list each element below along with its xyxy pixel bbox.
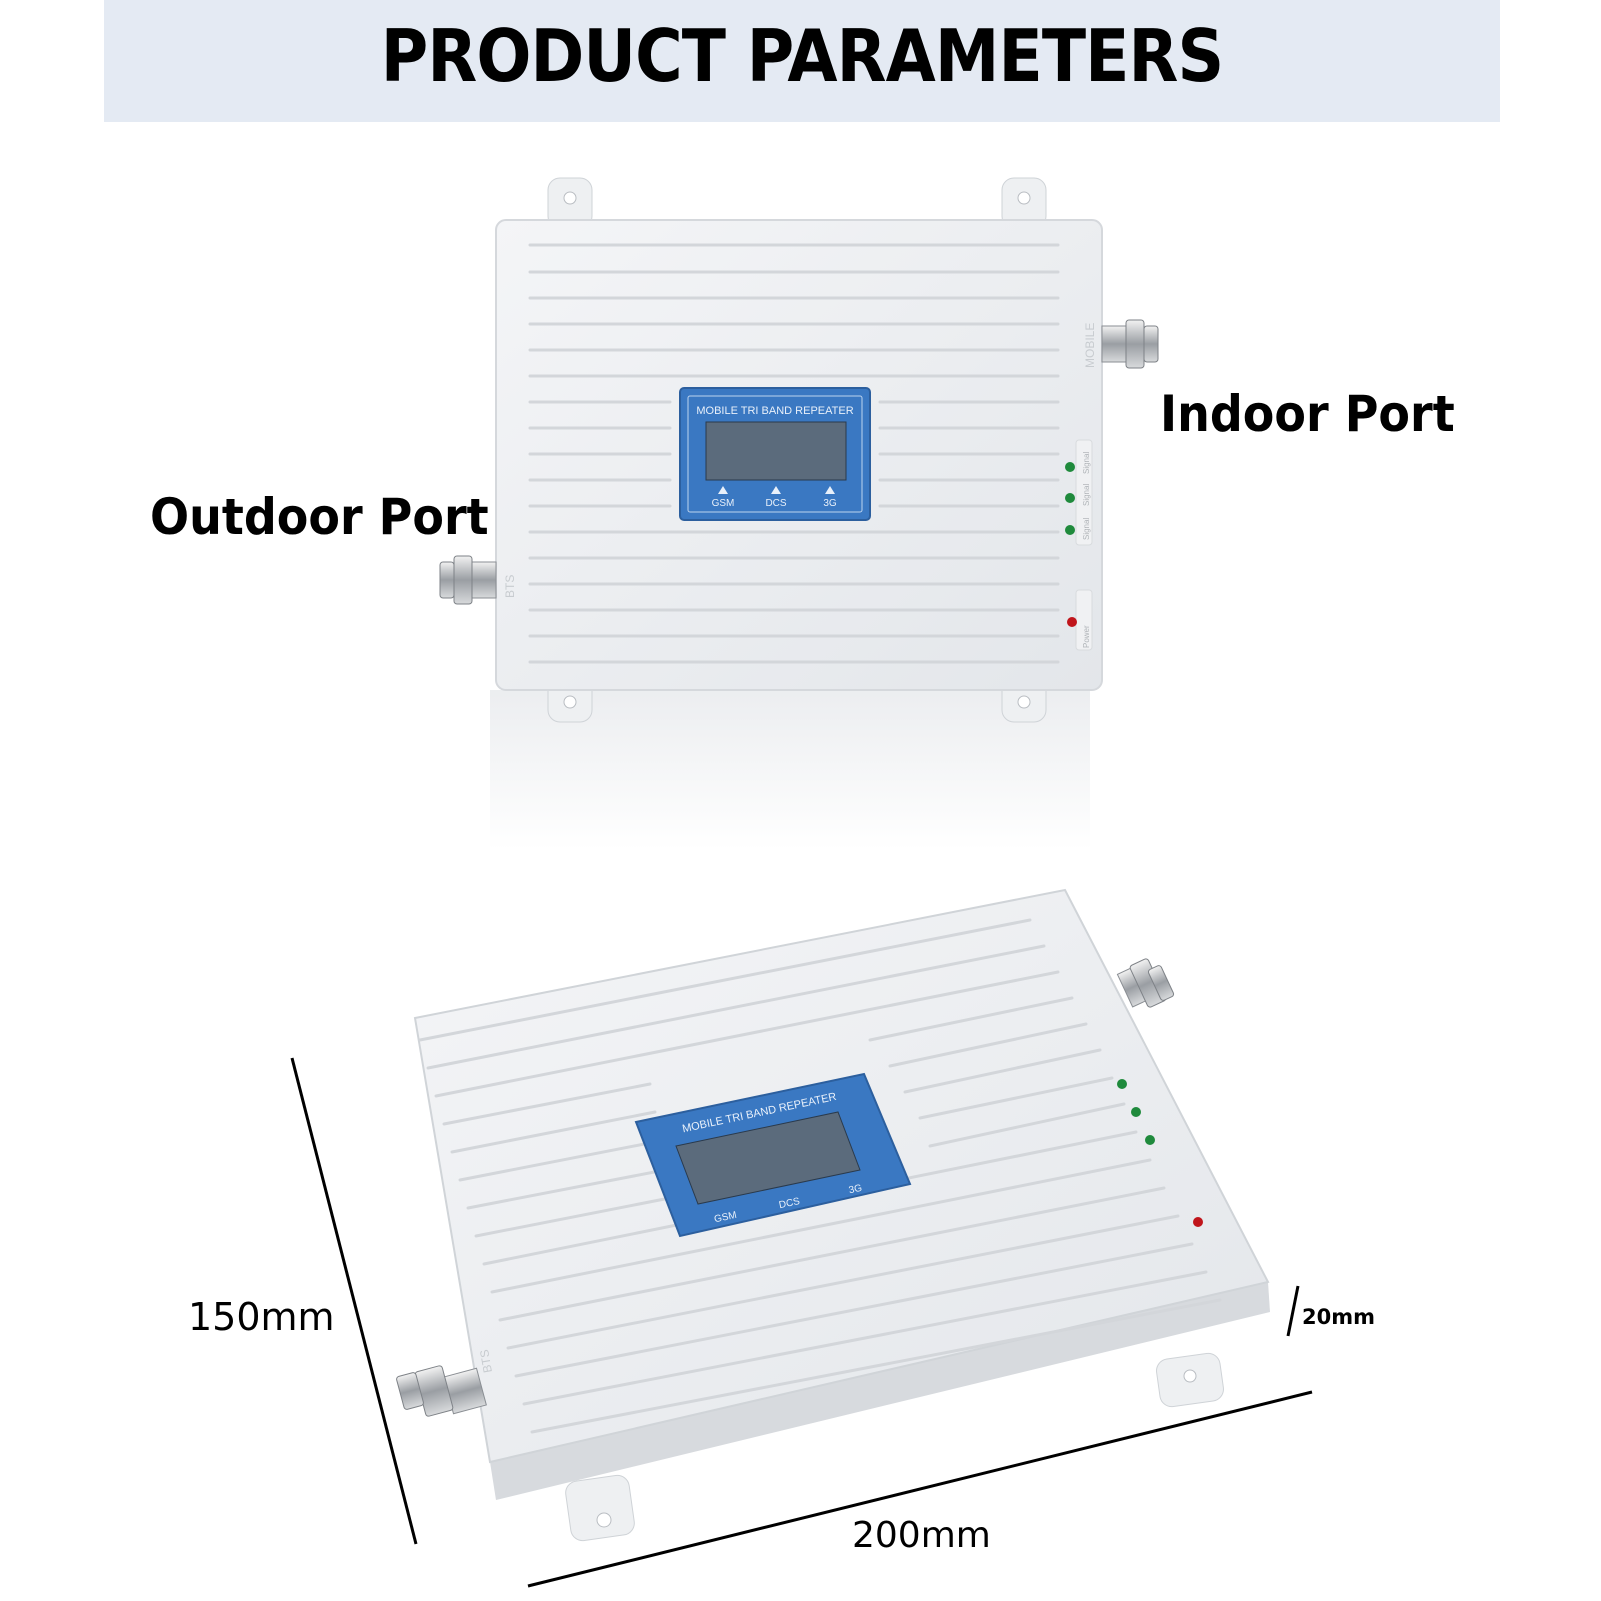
depth-dimension-label: 20mm — [1302, 1305, 1375, 1329]
outdoor-port-label: Outdoor Port — [150, 488, 489, 546]
band-label-3g: 3G — [823, 498, 837, 509]
band-label-dcs: DCS — [778, 1196, 801, 1211]
power-led-icon — [1067, 617, 1077, 627]
width-dimension-line — [527, 1390, 1313, 1588]
height-dimension-label: 150mm — [188, 1295, 335, 1339]
lcd-screen — [705, 421, 847, 481]
band-label-dcs: DCS — [765, 498, 786, 509]
repeater-front-view: MOBILE TRI BAND REPEATER GSM DCS 3G Sign… — [439, 177, 1159, 850]
band-label-3g: 3G — [848, 1183, 864, 1197]
lcd-panel: MOBILE TRI BAND REPEATER GSM DCS 3G — [679, 387, 871, 521]
indoor-connector — [1101, 319, 1159, 369]
panel-title: MOBILE TRI BAND REPEATER — [696, 405, 853, 417]
signal-led-icon — [1065, 493, 1075, 503]
signal-led-icon — [1145, 1135, 1155, 1145]
depth-dimension-line — [1286, 1285, 1300, 1337]
indoor-port-label: Indoor Port — [1160, 385, 1455, 443]
mount-hole — [563, 695, 577, 709]
height-dimension-line — [290, 1057, 418, 1545]
mount-hole — [1017, 191, 1031, 205]
signal-led-icon — [1131, 1107, 1141, 1117]
indoor-port-marking: MOBILE — [1083, 323, 1097, 368]
outdoor-port-marking: BTS — [477, 1348, 495, 1373]
signal-label-2: Signal — [1082, 484, 1091, 506]
triangle-icon — [825, 486, 835, 494]
header-banner: PRODUCT PARAMETERS — [104, 0, 1500, 122]
signal-led-icon — [1065, 525, 1075, 535]
outdoor-connector — [396, 1365, 487, 1417]
mount-hole — [563, 191, 577, 205]
device-side — [490, 1282, 1270, 1500]
signal-label-1: Signal — [1082, 518, 1091, 540]
power-led-icon — [1193, 1217, 1203, 1227]
triangle-icon — [718, 486, 728, 494]
cooling-ribs — [528, 243, 1060, 664]
page-title: PRODUCT PARAMETERS — [380, 14, 1224, 98]
mount-hole — [1017, 695, 1031, 709]
signal-led-icon — [1117, 1079, 1127, 1089]
outdoor-port-marking: BTS — [503, 575, 517, 598]
band-label-gsm: GSM — [712, 498, 735, 509]
outdoor-connector — [439, 555, 497, 605]
triangle-icon — [771, 486, 781, 494]
band-label-gsm: GSM — [713, 1210, 738, 1225]
cooling-ribs — [418, 918, 1222, 1434]
indicator-strip — [1075, 439, 1093, 546]
lcd-panel-perspective: MOBILE TRI BAND REPEATER GSM DCS 3G — [634, 1072, 912, 1238]
power-label: Power — [1082, 625, 1091, 648]
lcd-screen — [675, 1111, 861, 1205]
signal-led-icon — [1065, 462, 1075, 472]
mount-hole — [596, 1512, 612, 1528]
repeater-perspective-view: MOBILE TRI BAND REPEATER GSM DCS 3G BTS — [396, 888, 1270, 1542]
mount-hole — [1183, 1369, 1197, 1383]
mount-ear — [565, 1474, 635, 1542]
signal-label-3: Signal — [1082, 452, 1091, 474]
width-dimension-label: 200mm — [852, 1515, 991, 1556]
indoor-connector — [1116, 958, 1175, 1008]
